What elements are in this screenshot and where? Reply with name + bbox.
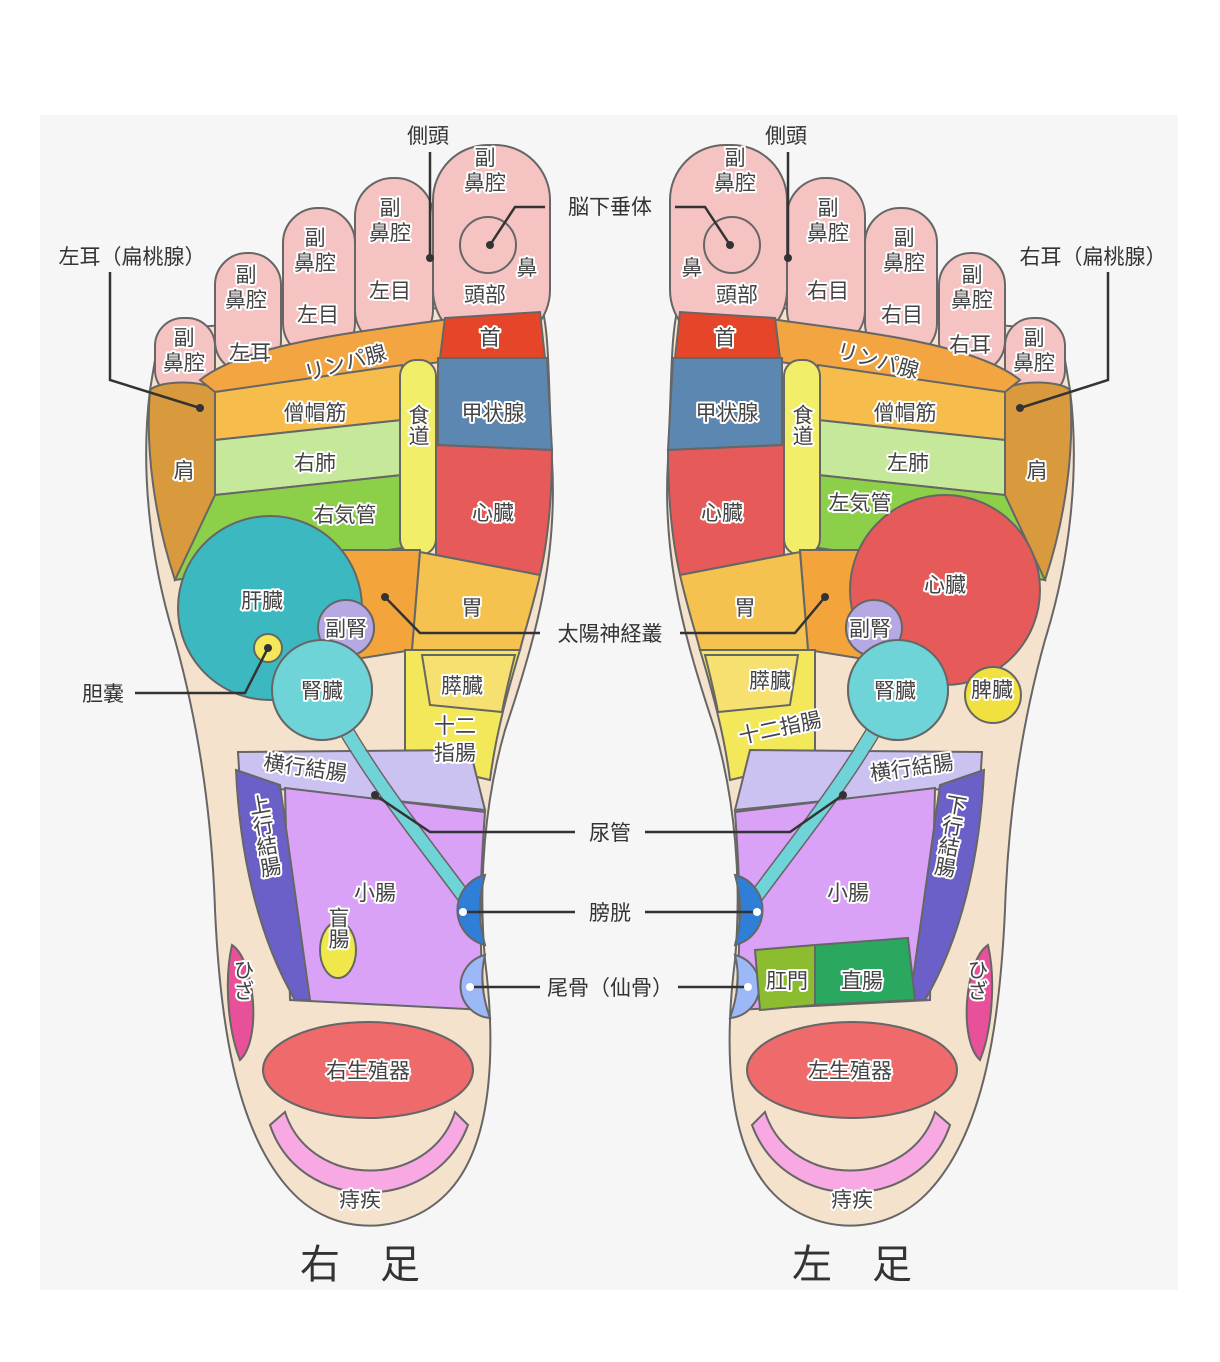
ureter-label: 尿管	[589, 821, 631, 845]
region-label: 首	[480, 326, 501, 350]
region-label: 左目	[369, 279, 411, 303]
region-label: 右気管	[314, 503, 377, 527]
region-label: 副	[475, 146, 496, 170]
left-foot-title: 左 足	[792, 1242, 912, 1288]
left-foot-ear-label: 右耳（扁桃腺）	[1020, 245, 1167, 269]
region-label: 右肺	[294, 451, 336, 475]
region-label: 鼻腔	[225, 288, 267, 312]
region-label: 右耳	[949, 333, 991, 357]
rectum-region	[814, 936, 917, 1007]
region-label: 頭部	[716, 283, 758, 307]
region-label: 甲状腺	[696, 401, 759, 425]
region-label: 痔疾	[339, 1188, 381, 1212]
region-label: 盲腸	[326, 907, 350, 949]
bladder-label: 膀胱	[589, 901, 631, 925]
region-label: 脾臓	[971, 678, 1013, 702]
region-label: 右目	[807, 279, 849, 303]
region-label: 肩	[171, 460, 195, 481]
region-label: 右生殖器	[326, 1059, 410, 1083]
region-label: 鼻腔	[1013, 351, 1055, 375]
sinus-labels: 副鼻腔 副鼻腔 副鼻腔 副鼻腔 副鼻腔 副鼻腔 副鼻腔 副鼻腔 副鼻腔 副鼻腔	[161, 144, 1057, 377]
region-label: 左耳	[229, 341, 271, 365]
region-label: 左気管	[829, 491, 892, 515]
region-label: 小腸	[354, 881, 396, 905]
region-label: 右目	[881, 303, 923, 327]
region-label: 副	[236, 263, 257, 287]
region-label: 心臓	[701, 501, 743, 525]
right-foot-ear-label: 左耳（扁桃腺）	[59, 245, 206, 269]
region-label: 腎臓	[301, 679, 343, 703]
cecum-region	[319, 921, 357, 979]
region-label: 副	[380, 196, 401, 220]
region-label: 鼻腔	[714, 171, 756, 195]
region-label: 副	[894, 226, 915, 250]
region-label: 副	[962, 263, 983, 287]
region-label: 鼻	[517, 256, 538, 280]
gallbladder-label: 胆嚢	[82, 682, 124, 706]
region-label: 首	[715, 326, 736, 350]
region-label: 指腸	[434, 741, 476, 765]
callout-labels: 側頭 側頭 脳下垂体 左耳（扁桃腺） 右耳（扁桃腺） 太陽神経叢 胆嚢 尿管 膀…	[59, 124, 1167, 1000]
leader-lines	[108, 152, 1110, 991]
region-label: 副	[174, 326, 195, 350]
region-label: 僧帽筋	[284, 401, 347, 425]
region-label: 膵臓	[441, 674, 483, 698]
spleen-region	[964, 666, 1022, 724]
solar-plexus-label: 太陽神経叢	[558, 622, 663, 646]
region-label: 頭部	[464, 283, 506, 307]
left-foot-labels: 鼻 頭部 首 右目 右目 右耳 リンパ腺 僧帽筋 左肺 左気管 食道 甲状腺 心…	[680, 254, 1051, 1288]
pituitary-label: 脳下垂体	[568, 195, 652, 219]
temporal-label-right: 側頭	[407, 124, 449, 148]
region-label: 鼻腔	[807, 221, 849, 245]
region-label: 副	[305, 226, 326, 250]
region-label: 十二	[434, 714, 476, 738]
kidney-region	[271, 639, 373, 741]
region-label: 甲状腺	[462, 401, 525, 425]
region-label: 鼻腔	[294, 251, 336, 275]
region-label: 膵臓	[749, 669, 791, 693]
coccyx-label: 尾骨（仙骨）	[547, 976, 673, 1000]
temporal-label-left: 側頭	[765, 124, 807, 148]
region-label: 副	[1024, 326, 1045, 350]
right-foot-labels: 鼻 頭部 首 左目 左目 左耳 リンパ腺 僧帽筋 右肺 右気管 食道 甲状腺 心…	[169, 254, 540, 1288]
region-label: 副腎	[325, 617, 367, 641]
region-label: 痔疾	[831, 1188, 873, 1212]
region-label: 左生殖器	[808, 1059, 892, 1083]
kidney-region-left	[847, 639, 949, 741]
region-label: ひざ	[965, 959, 989, 1001]
region-label: 鼻腔	[163, 351, 205, 375]
region-label: 心臓	[924, 573, 966, 597]
region-label: 副	[818, 196, 839, 220]
region-label: 鼻腔	[464, 171, 506, 195]
region-label: 鼻腔	[951, 288, 993, 312]
region-label: 心臓	[472, 501, 514, 525]
region-label: ひざ	[231, 959, 255, 1001]
region-label: 肛門	[766, 969, 808, 993]
region-label: 鼻	[682, 256, 703, 280]
region-label: 僧帽筋	[874, 401, 937, 425]
region-label: 左肺	[887, 451, 929, 475]
region-label: 直腸	[841, 969, 883, 993]
region-label: 左目	[297, 303, 339, 327]
region-label: 食道	[790, 404, 814, 446]
region-label: 副腎	[849, 617, 891, 641]
region-label: 腎臓	[874, 679, 916, 703]
region-label: 胃	[735, 596, 756, 620]
region-label: 胃	[462, 596, 483, 620]
right-foot-title: 右 足	[300, 1242, 420, 1288]
region-label: 食道	[406, 404, 430, 446]
region-label: 小腸	[827, 881, 869, 905]
region-label: 鼻腔	[883, 251, 925, 275]
region-label: 肝臓	[241, 589, 283, 613]
region-label: 肩	[1024, 460, 1048, 481]
region-label: 副	[725, 146, 746, 170]
region-label: 鼻腔	[369, 221, 411, 245]
